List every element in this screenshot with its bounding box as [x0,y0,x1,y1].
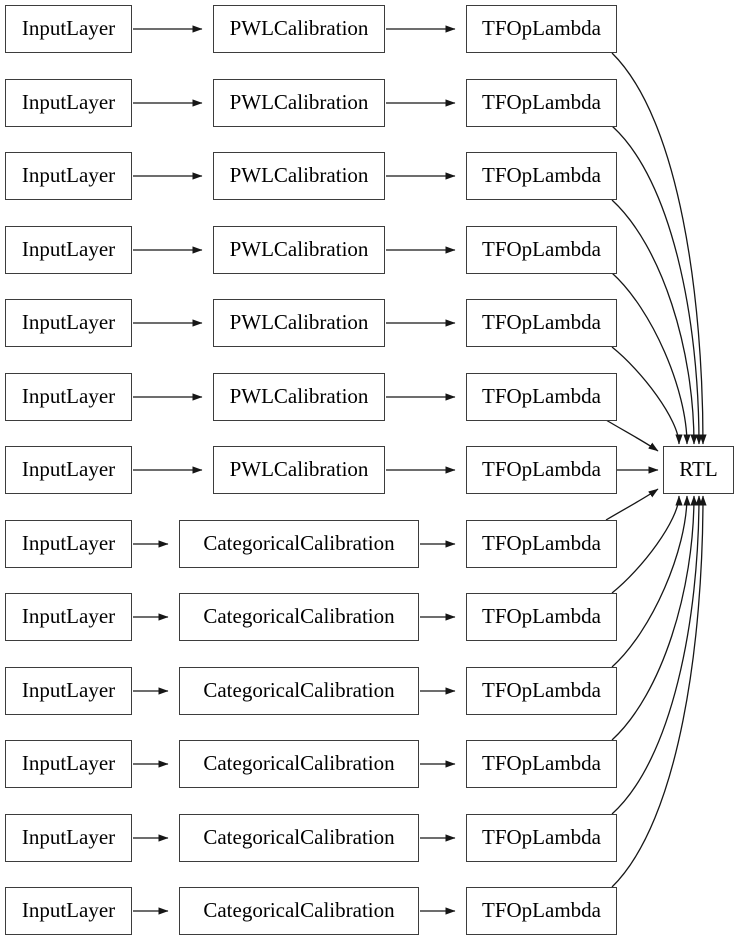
node-input-layer: InputLayer [5,5,132,53]
node-tfop-lambda: TFOpLambda [466,814,617,862]
edge [611,52,707,445]
edge [611,125,703,445]
node-pwl-calibration: PWLCalibration [213,5,385,53]
node-pwl-calibration: PWLCalibration [213,152,385,200]
node-input-layer: InputLayer [5,814,132,862]
node-tfop-lambda: TFOpLambda [466,520,617,568]
edge [605,419,659,452]
edge [605,488,659,521]
node-categorical-calibration: CategoricalCalibration [179,593,419,641]
node-input-layer: InputLayer [5,667,132,715]
edge [611,495,691,668]
edge [611,495,683,594]
node-input-layer: InputLayer [5,593,132,641]
node-tfop-lambda: TFOpLambda [466,887,617,935]
node-input-layer: InputLayer [5,446,132,494]
node-categorical-calibration: CategoricalCalibration [179,667,419,715]
node-tfop-lambda: TFOpLambda [466,5,617,53]
node-input-layer: InputLayer [5,152,132,200]
node-input-layer: InputLayer [5,887,132,935]
node-pwl-calibration: PWLCalibration [213,299,385,347]
edge [611,495,703,815]
edge [611,199,698,445]
node-input-layer: InputLayer [5,226,132,274]
node-input-layer: InputLayer [5,740,132,788]
node-input-layer: InputLayer [5,520,132,568]
edge [611,346,683,445]
node-tfop-lambda: TFOpLambda [466,740,617,788]
node-tfop-lambda: TFOpLambda [466,593,617,641]
node-categorical-calibration: CategoricalCalibration [179,740,419,788]
node-categorical-calibration: CategoricalCalibration [179,814,419,862]
node-pwl-calibration: PWLCalibration [213,226,385,274]
edge [611,272,691,445]
node-tfop-lambda: TFOpLambda [466,79,617,127]
node-pwl-calibration: PWLCalibration [213,373,385,421]
node-tfop-lambda: TFOpLambda [466,226,617,274]
node-input-layer: InputLayer [5,299,132,347]
node-input-layer: InputLayer [5,373,132,421]
node-tfop-lambda: TFOpLambda [466,667,617,715]
node-pwl-calibration: PWLCalibration [213,446,385,494]
edge [611,495,698,741]
node-tfop-lambda: TFOpLambda [466,373,617,421]
node-pwl-calibration: PWLCalibration [213,79,385,127]
edge [611,495,707,888]
node-tfop-lambda: TFOpLambda [466,446,617,494]
node-categorical-calibration: CategoricalCalibration [179,887,419,935]
node-tfop-lambda: TFOpLambda [466,299,617,347]
node-input-layer: InputLayer [5,79,132,127]
node-rtl: RTL [663,446,734,494]
node-tfop-lambda: TFOpLambda [466,152,617,200]
node-categorical-calibration: CategoricalCalibration [179,520,419,568]
